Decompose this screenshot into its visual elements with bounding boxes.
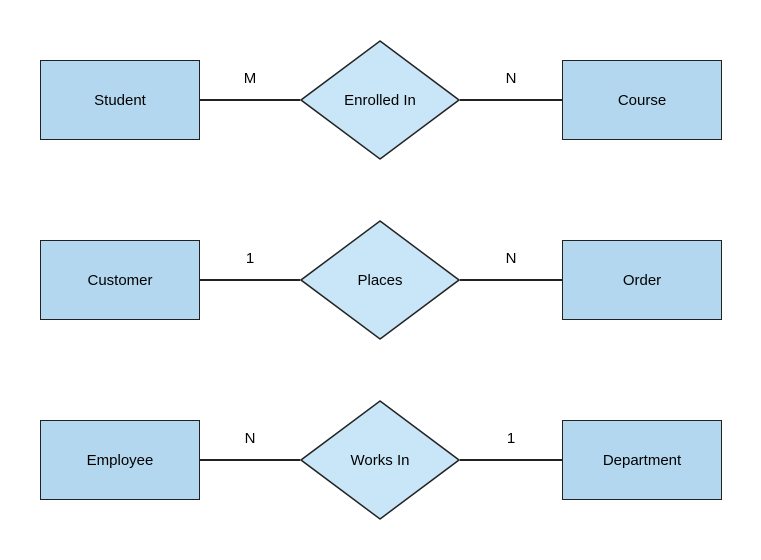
diamond-shape-icon [300,40,460,160]
connector-employee-worksin [200,459,300,461]
cardinality-label-left: 1 [245,250,255,267]
entity-customer-label: Customer [87,271,153,289]
entity-course: Course [562,60,722,140]
cardinality-label-right: N [505,250,517,267]
relationship-enrolled-in: Enrolled In [300,40,460,160]
entity-student-label: Student [94,91,146,109]
er-row-employee-department: Employee N Works In 1 Department [0,400,761,520]
entity-student: Student [40,60,200,140]
relationship-works-in: Works In [300,400,460,520]
connector-worksin-department [460,459,562,461]
cardinality-label-left: M [243,70,257,87]
connector-student-enrolledin [200,99,300,101]
entity-course-label: Course [617,91,667,109]
entity-department-label: Department [602,451,682,469]
diamond-shape-icon [300,400,460,520]
connector-customer-places [200,279,300,281]
connector-enrolledin-course [460,99,562,101]
cardinality-label-right: N [505,70,517,87]
entity-order: Order [562,240,722,320]
er-row-customer-order: Customer 1 Places N Order [0,220,761,340]
entity-department: Department [562,420,722,500]
diamond-shape-icon [300,220,460,340]
cardinality-label-left: N [244,430,256,447]
entity-customer: Customer [40,240,200,320]
connector-places-order [460,279,562,281]
relationship-enrolled-in-label: Enrolled In [344,91,416,109]
er-row-student-course: Student M Enrolled In N Course [0,40,761,160]
relationship-works-in-label: Works In [350,451,410,469]
entity-employee: Employee [40,420,200,500]
cardinality-label-right: 1 [506,430,516,447]
entity-order-label: Order [622,271,662,289]
relationship-places: Places [300,220,460,340]
entity-employee-label: Employee [86,451,154,469]
relationship-places-label: Places [357,271,403,289]
